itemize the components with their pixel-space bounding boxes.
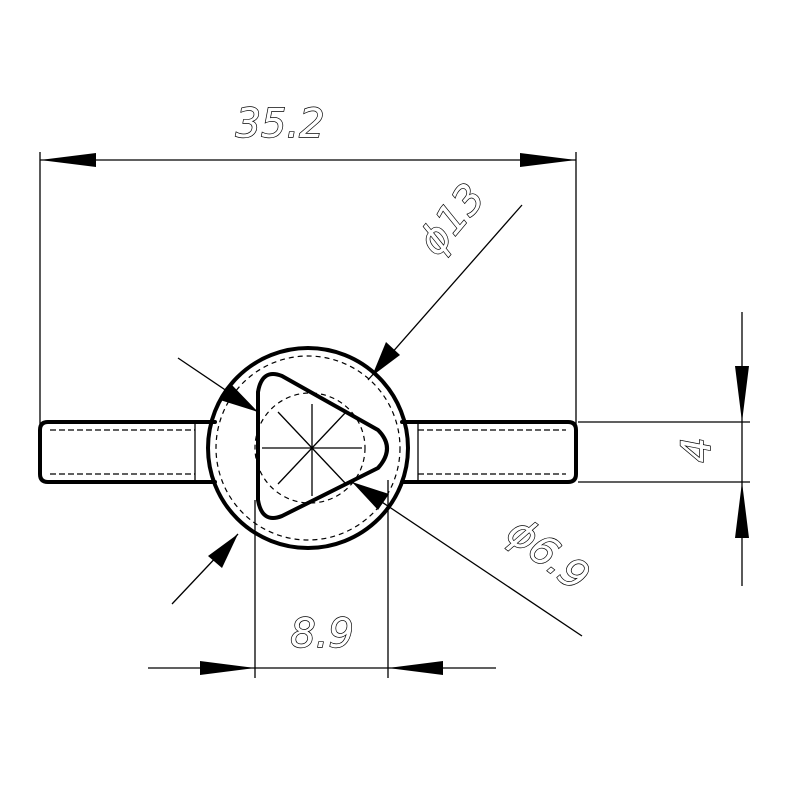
bore-hidden-circle [254,392,366,504]
center-lines [262,404,362,496]
arrowhead [735,366,749,422]
arrowhead [520,153,576,167]
dimension-width-across: 8.9 [148,480,496,678]
arrowhead [200,661,255,675]
arrowhead [735,482,749,538]
dimension-label-thickness: 4 [674,437,720,462]
left-pin [38,420,217,484]
dimension-outer-diameter: ϕ13 [367,175,523,381]
arrowhead [208,534,238,568]
dimension-inner-diameter: ϕ6.9 [171,357,598,637]
ball-hidden-circle [215,355,401,541]
ball-outline [206,346,410,550]
right-pin [400,420,578,484]
arrowhead [388,661,443,675]
dimension-overall-length: 35.2 [39,100,577,424]
arrowhead [220,384,258,412]
arrowhead [40,153,96,167]
central-ball [206,346,410,550]
dimension-label-inner-diameter: ϕ6.9 [498,509,597,601]
dimension-label-width-across: 8.9 [290,611,354,657]
arrowhead [372,342,400,376]
arrowhead [352,482,389,510]
dimension-label-overall-length: 35.2 [235,101,324,147]
triangular-socket [256,372,389,520]
dimension-thickness: 4 [578,312,750,586]
